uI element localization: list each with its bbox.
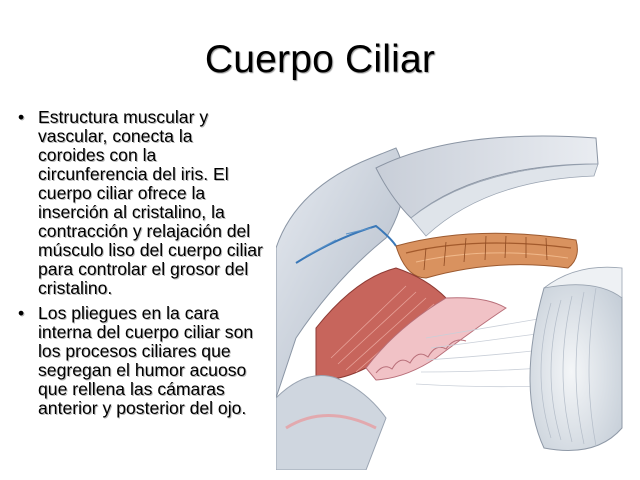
bullet-text: Los pliegues en la cara interna del cuer…: [38, 303, 254, 418]
ciliary-processes-shape: [365, 297, 507, 381]
bullet-marker: •: [18, 303, 25, 323]
bullet-list: • Estructura muscular y vascular, conect…: [18, 108, 263, 424]
ciliary-body-illustration: [276, 135, 623, 470]
bullet-item: • Estructura muscular y vascular, conect…: [18, 108, 263, 298]
bullet-text: Estructura muscular y vascular, conecta …: [38, 107, 263, 298]
bullet-item: • Los pliegues en la cara interna del cu…: [18, 304, 263, 418]
bullet-marker: •: [18, 107, 25, 127]
slide-title: Cuerpo Ciliar: [204, 38, 436, 81]
cornea-shape: [375, 135, 599, 219]
